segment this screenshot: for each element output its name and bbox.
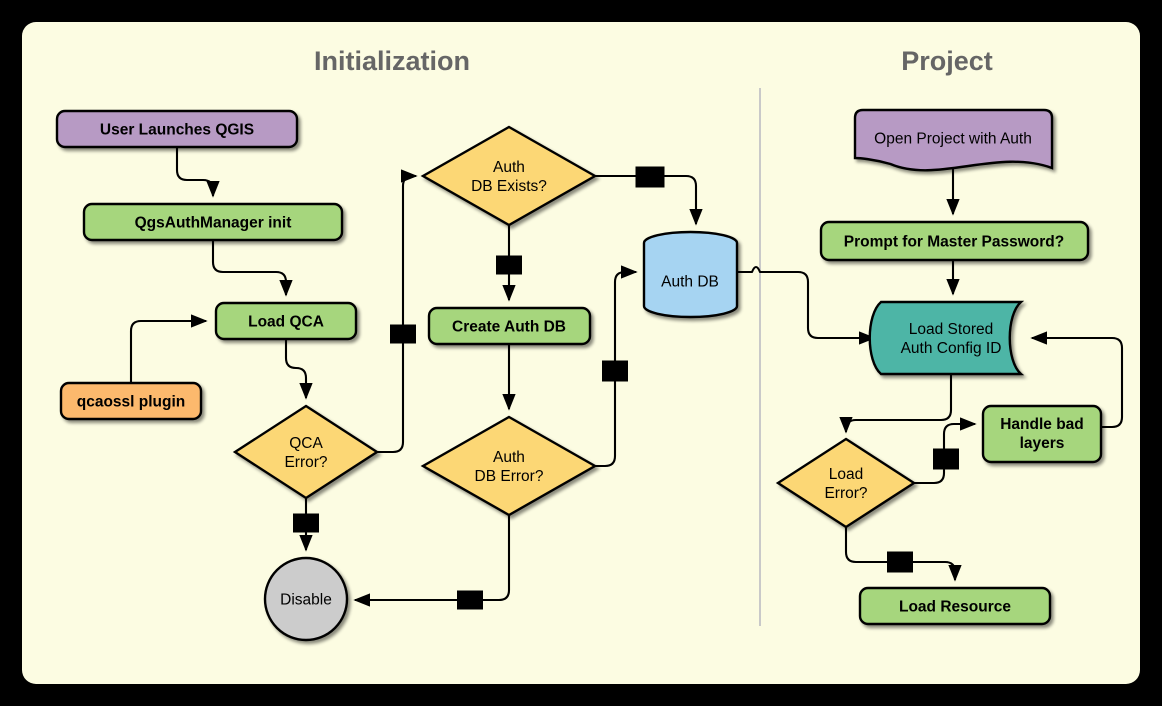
- node-disable[interactable]: Disable: [263, 556, 349, 642]
- node-label-auth-db: Auth DB: [661, 274, 719, 291]
- edge-label-edge-loaderror-to-loadresource: [887, 551, 913, 573]
- node-label-open-project-with-auth: Open Project with Auth: [874, 131, 1032, 148]
- node-qgsauthmanager-init[interactable]: QgsAuthManager init: [82, 202, 344, 242]
- node-label-load-resource: Load Resource: [899, 599, 1011, 616]
- edge-label-edge-qcaerror-to-disable: [293, 513, 319, 533]
- edge-label-edge-authdbexists-to-authdb: [635, 166, 665, 188]
- edge-label-edge-authdberror-to-authdb: [602, 360, 628, 382]
- edge-label-edge-authdbexists-to-createauthdb: [496, 255, 522, 275]
- node-label-qcaossl-plugin: qcaossl plugin: [77, 394, 186, 411]
- node-layer: User Launches QGIS QgsAuthManager initLoa…: [55, 108, 1103, 642]
- edge-handlebadlayers-to-loadstored: [1030, 331, 1124, 429]
- edge-label-layer: [293, 166, 959, 610]
- node-prompt-for-master-password[interactable]: Prompt for Master Password?: [819, 220, 1090, 262]
- node-load-qca[interactable]: Load QCA: [214, 301, 358, 341]
- edge-label-edge-authdberror-to-disable: [457, 590, 483, 610]
- node-label-create-auth-db: Create Auth DB: [452, 319, 566, 336]
- node-user-launches-qgis[interactable]: User Launches QGIS: [55, 109, 299, 149]
- node-load-resource[interactable]: Load Resource: [858, 586, 1052, 626]
- edge-init-to-loadqca: [211, 240, 293, 297]
- node-label-user-launches-qgis: User Launches QGIS: [100, 122, 254, 139]
- node-label-load-qca: Load QCA: [248, 314, 324, 331]
- node-label-prompt-for-master-password: Prompt for Master Password?: [844, 234, 1065, 251]
- node-label-disable: Disable: [280, 592, 332, 609]
- edge-plugin-to-loadqca: [129, 314, 208, 383]
- edge-user-to-init: [175, 147, 220, 198]
- node-label-qgsauthmanager-init: QgsAuthManager init: [135, 215, 292, 232]
- node-create-auth-db[interactable]: Create Auth DB: [427, 306, 592, 346]
- node-open-project-with-auth[interactable]: Open Project with Auth: [853, 108, 1054, 172]
- edge-qcaerror-to-authdbexists: [377, 169, 418, 454]
- edge-label-edge-qcaerror-to-authdbexists: [390, 324, 416, 344]
- edge-authdbexists-to-authdb: [595, 174, 703, 226]
- edge-loadstored-to-loaderror: [839, 374, 953, 434]
- title-initialization: Initialization: [314, 46, 470, 76]
- node-qcaossl-plugin[interactable]: qcaossl plugin: [59, 381, 203, 421]
- edge-authdb-to-loadstored: [737, 265, 876, 345]
- title-layer: Initialization Project: [314, 46, 993, 76]
- edge-label-edge-loaderror-to-handlebadlayers: [933, 448, 959, 470]
- node-auth-db[interactable]: Auth DB: [642, 230, 739, 319]
- edge-loadqca-to-qcaerror: [284, 339, 313, 400]
- edge-authdberror-to-disable: [353, 515, 511, 607]
- title-project: Project: [901, 46, 993, 76]
